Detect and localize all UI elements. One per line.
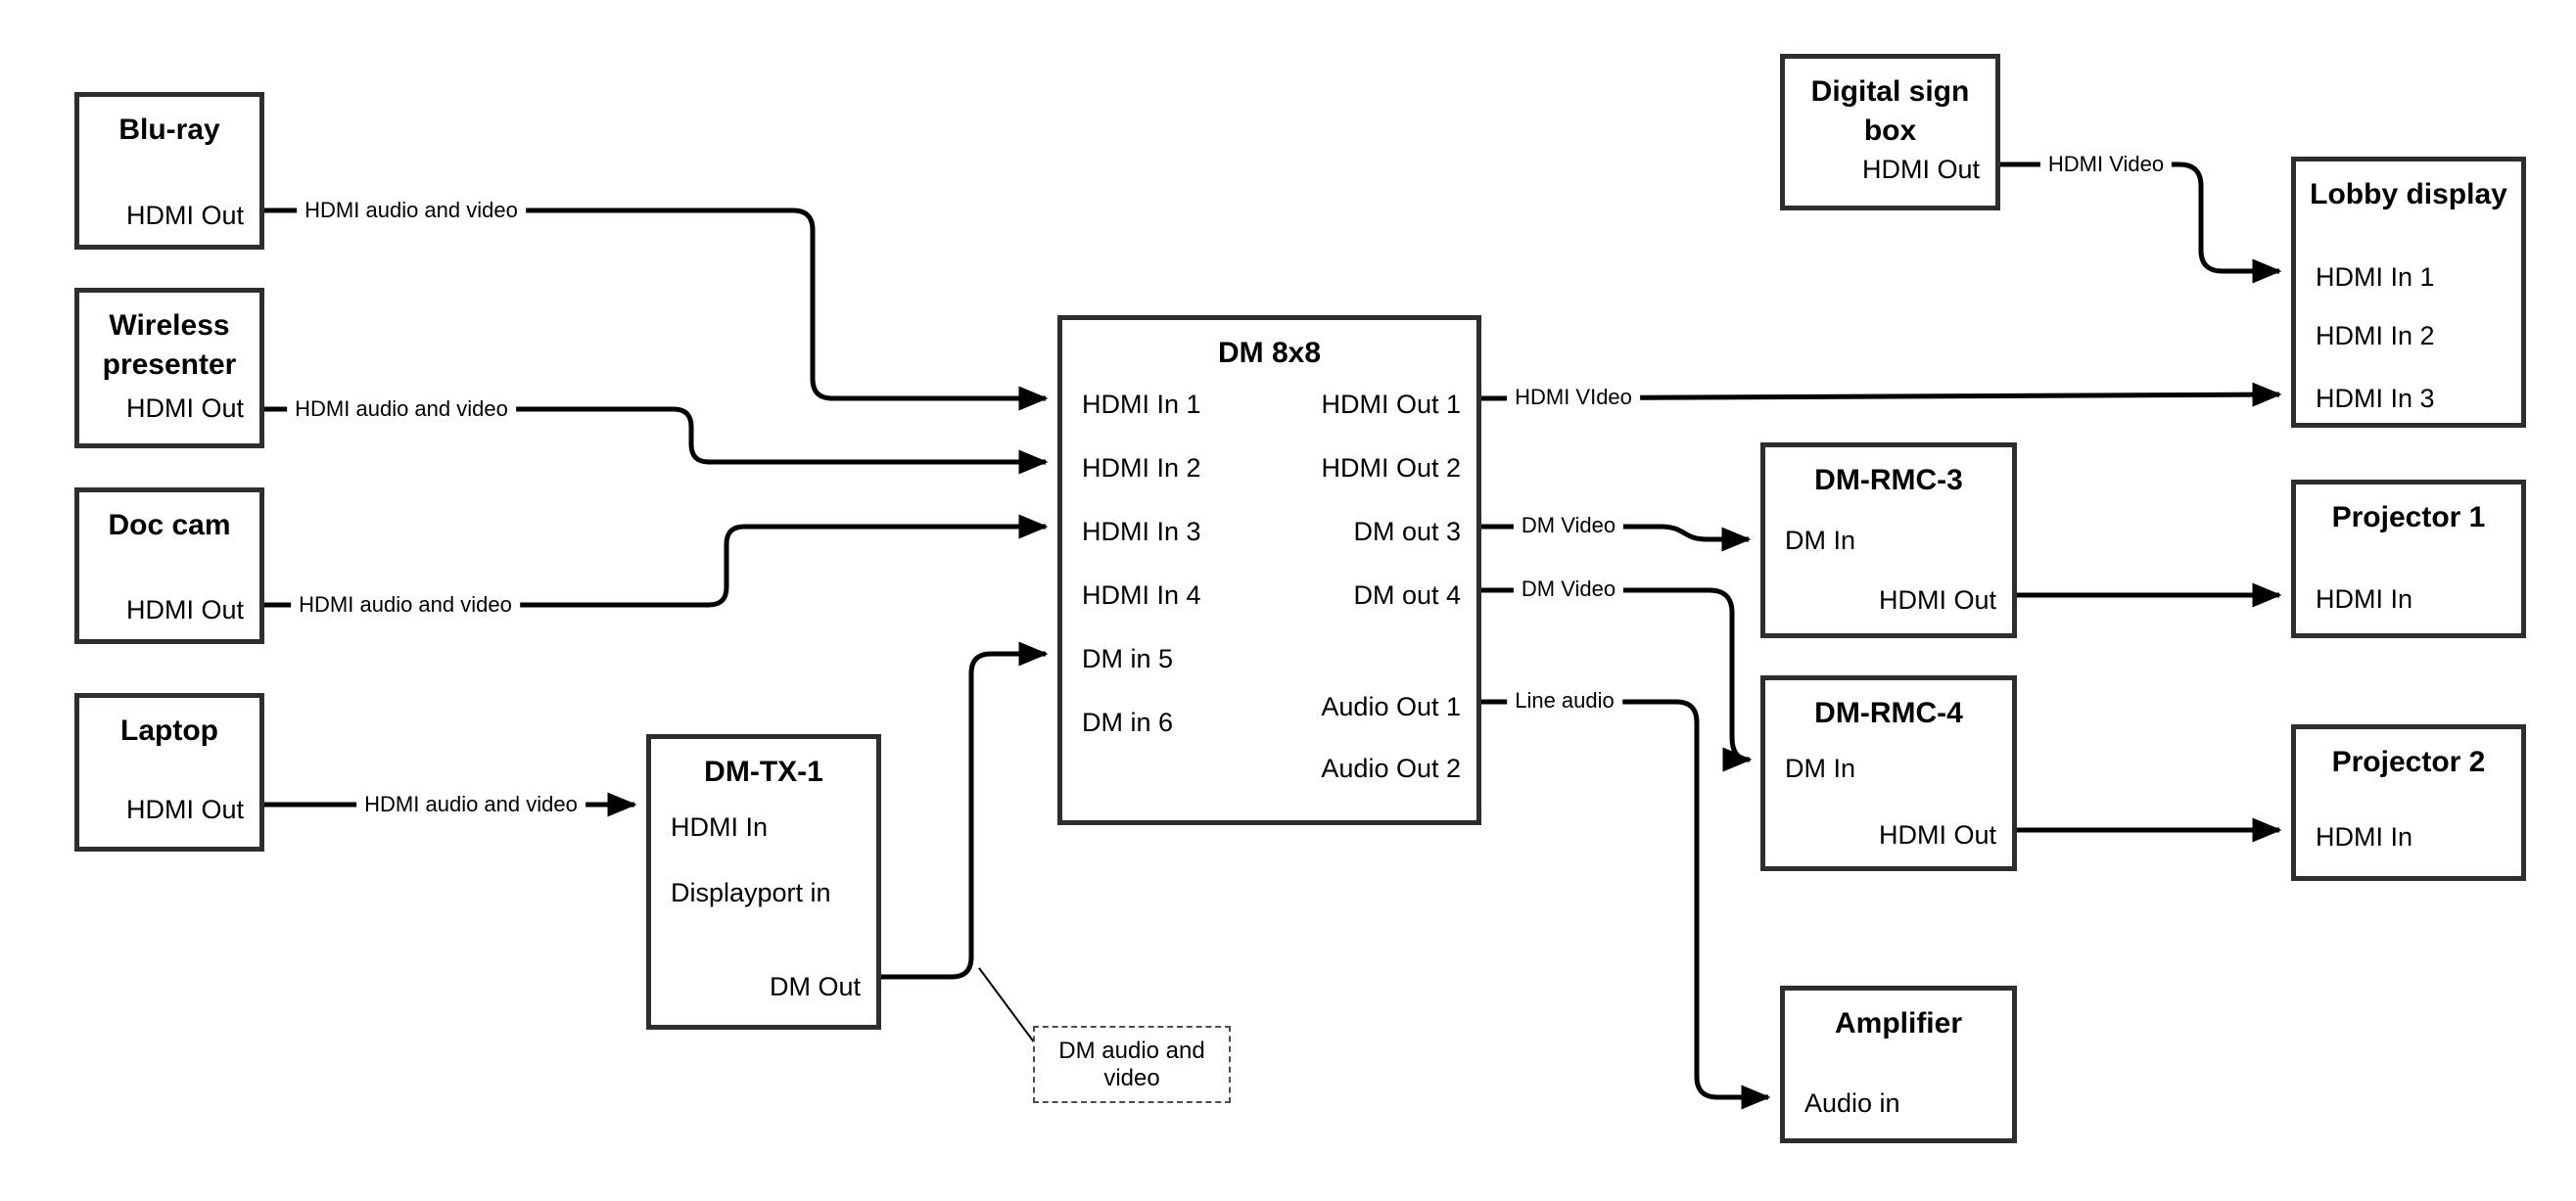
box-title: Wireless presenter	[102, 309, 237, 381]
wire-label-dm-video-out4: DM Video	[1513, 577, 1624, 602]
port-dm-out-3: DM out 3	[1353, 517, 1461, 546]
wire-label-hdmi-audio-video-3: HDMI audio and video	[291, 592, 520, 618]
box-title: Amplifier	[1834, 1007, 1963, 1039]
port-dm-in-5: DM in 5	[1082, 644, 1174, 673]
device-box-wireless-presenter: Wireless presenter HDMI Out	[74, 288, 264, 448]
device-box-amplifier: Amplifier Audio in	[1780, 986, 2017, 1143]
box-title: Blu-ray	[118, 114, 220, 146]
wire-label-hdmi-video-out1: HDMI VIdeo	[1507, 385, 1640, 410]
port-dm-in: DM In	[1785, 754, 1856, 783]
port-audio-out-1: Audio Out 1	[1321, 692, 1461, 721]
box-title: Lobby display	[2310, 178, 2507, 210]
device-box-lobby-display: Lobby display HDMI In 1 HDMI In 2 HDMI I…	[2291, 157, 2526, 428]
box-title: DM-RMC-4	[1814, 697, 1963, 729]
device-box-dm-tx-1: DM-TX-1 HDMI In Displayport in DM Out	[646, 734, 881, 1030]
wire-label-hdmi-audio-video-1: HDMI audio and video	[297, 198, 526, 223]
box-title: DM 8x8	[1217, 337, 1322, 369]
note-text: DM audio and video	[1058, 1037, 1205, 1091]
port-hdmi-out: HDMI Out	[125, 201, 244, 230]
device-box-laptop: Laptop HDMI Out	[74, 693, 264, 852]
port-hdmi-out: HDMI Out	[125, 595, 244, 624]
port-hdmi-in-3: HDMI In 3	[2316, 384, 2435, 413]
port-hdmi-out: HDMI Out	[1878, 585, 1996, 615]
port-dm-out-4: DM out 4	[1353, 580, 1461, 610]
port-audio-out-2: Audio Out 2	[1321, 754, 1461, 783]
device-box-dm-rmc-4: DM-RMC-4 DM In HDMI Out	[1760, 675, 2017, 871]
box-title: Laptop	[120, 715, 218, 747]
port-hdmi-in: HDMI In	[671, 812, 769, 842]
wire-label-hdmi-video-sign: HDMI Video	[2039, 152, 2173, 177]
port-hdmi-out: HDMI Out	[125, 795, 244, 824]
device-box-doc-cam: Doc cam HDMI Out	[74, 487, 264, 644]
port-hdmi-in-3: HDMI In 3	[1082, 517, 1201, 546]
port-hdmi-out: HDMI Out	[125, 393, 244, 423]
port-hdmi-in-2: HDMI In 2	[2316, 321, 2435, 350]
box-title: DM-RMC-3	[1814, 464, 1963, 496]
port-hdmi-in: HDMI In	[2316, 822, 2413, 852]
port-displayport-in: Displayport in	[671, 878, 831, 907]
device-box-bluray: Blu-ray HDMI Out	[74, 92, 264, 250]
port-hdmi-in-2: HDMI In 2	[1082, 453, 1201, 483]
port-hdmi-in-4: HDMI In 4	[1082, 580, 1201, 610]
device-box-projector-1: Projector 1 HDMI In	[2291, 480, 2526, 638]
note-dm-audio-video: DM audio and video	[1033, 1026, 1231, 1103]
box-title: DM-TX-1	[704, 756, 823, 788]
port-hdmi-out: HDMI Out	[1878, 820, 1996, 850]
port-dm-in: DM In	[1785, 526, 1856, 555]
box-title: Digital sign box	[1810, 75, 1970, 147]
wire-label-hdmi-audio-video-4: HDMI audio and video	[356, 792, 585, 817]
note-callout-line	[978, 967, 1036, 1044]
device-box-dm-rmc-3: DM-RMC-3 DM In HDMI Out	[1760, 442, 2017, 638]
port-hdmi-in: HDMI In	[2316, 584, 2413, 614]
port-hdmi-in-1: HDMI In 1	[1082, 390, 1201, 419]
box-title: Doc cam	[108, 509, 231, 541]
device-box-projector-2: Projector 2 HDMI In	[2291, 724, 2526, 881]
wire-label-dm-video-out3: DM Video	[1513, 513, 1624, 538]
port-dm-in-6: DM in 6	[1082, 708, 1174, 737]
port-hdmi-out: HDMI Out	[1861, 155, 1980, 184]
port-audio-in: Audio in	[1804, 1088, 1900, 1118]
port-hdmi-out-2: HDMI Out 2	[1321, 453, 1461, 483]
box-title: Projector 2	[2331, 746, 2486, 778]
wire-label-line-audio: Line audio	[1507, 688, 1622, 714]
box-title: Projector 1	[2331, 501, 2486, 533]
port-dm-out: DM Out	[769, 972, 861, 1001]
port-hdmi-out-1: HDMI Out 1	[1321, 390, 1461, 419]
wire-label-hdmi-audio-video-2: HDMI audio and video	[287, 396, 516, 422]
device-box-digital-sign-box: Digital sign box HDMI Out	[1780, 54, 2000, 210]
device-box-dm-8x8: DM 8x8 HDMI In 1 HDMI In 2 HDMI In 3 HDM…	[1057, 315, 1481, 825]
port-hdmi-in-1: HDMI In 1	[2316, 262, 2435, 292]
